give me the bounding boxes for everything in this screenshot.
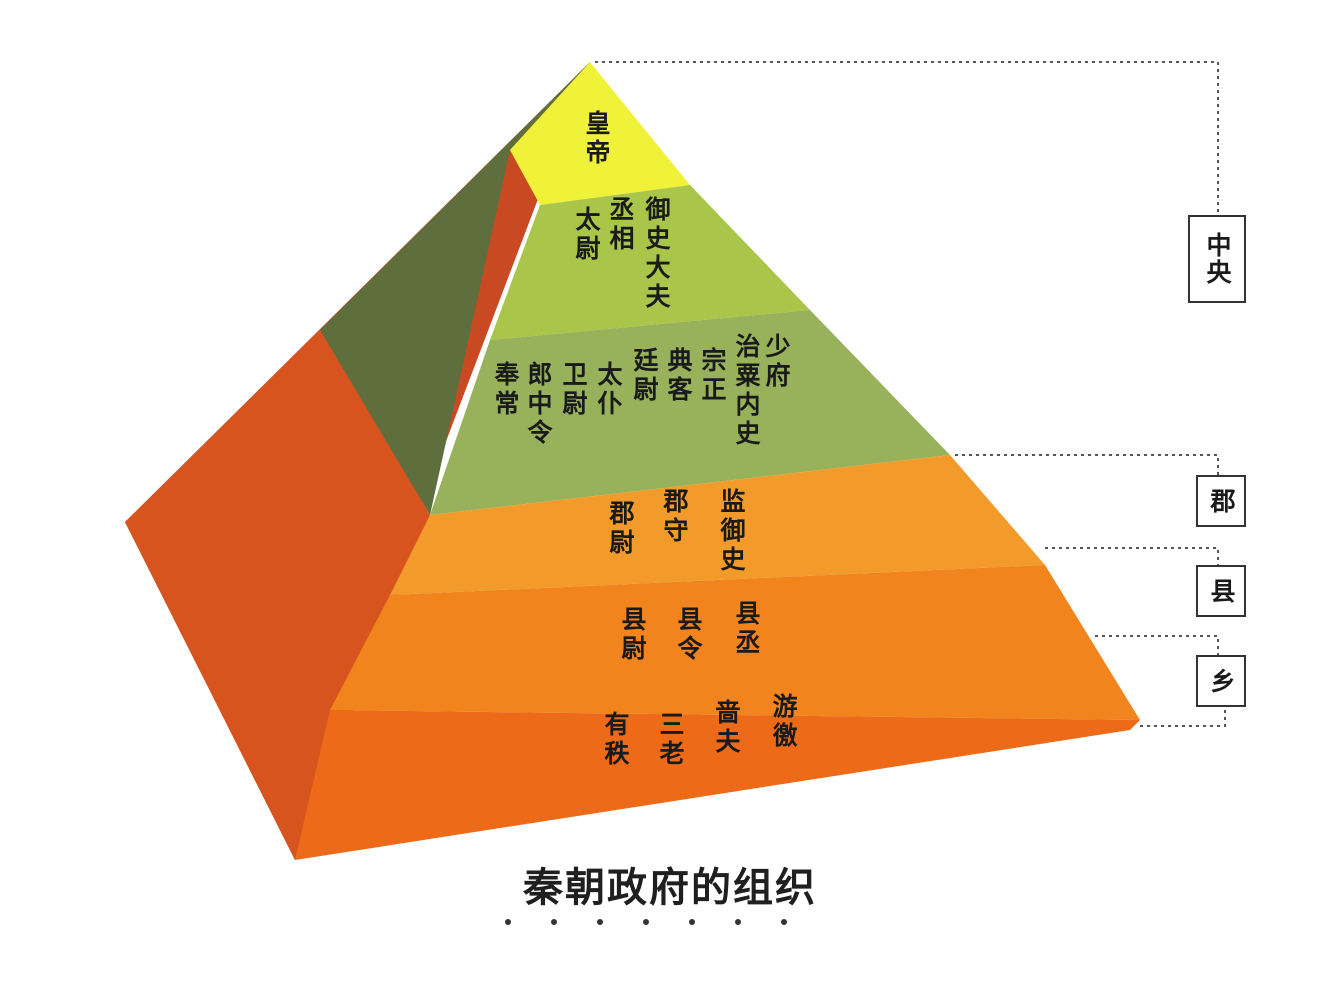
nine_ministers-label-2: 宗正 [701,346,726,404]
tier-box-township: 乡 [1196,655,1246,707]
nine_ministers-label-3: 典客 [667,346,692,404]
tier-top-yellow [510,62,690,205]
nine_ministers-label-8: 奉常 [493,360,520,418]
township-label-0: 游徼 [772,692,797,750]
three_lords-label-1: 丞相 [609,195,634,253]
commandery-label-1: 郡守 [662,487,688,545]
connector-lines [595,61,1226,727]
county-label-0: 县丞 [735,599,760,657]
township-label-2: 三老 [659,710,684,768]
tier-green-mid [430,310,950,515]
tier-box-county: 县 [1196,565,1246,617]
tier-orange-2 [330,565,1140,720]
tier-box-central: 中央 [1188,215,1246,303]
diagram-title: 秦朝政府的组织 [523,865,817,911]
nine_ministers-label-7: 郎中令 [527,360,553,447]
commandery-label-0: 监御史 [719,487,746,574]
nine_ministers-label-1: 治粟内史 [735,332,761,448]
pyramid-left-face-mid [125,330,430,860]
commandery-label-2: 郡尉 [608,499,634,557]
title-emphasis-dots [505,910,827,929]
nine_ministers-label-4: 廷尉 [632,346,658,404]
tier-orange-1 [390,455,1045,595]
township-label-3: 有秩 [604,710,629,768]
three_lords-label-2: 太尉 [575,205,601,263]
nine_ministers-label-6: 卫尉 [562,360,587,418]
tier-orange-3 [295,710,1140,860]
county-label-2: 县尉 [621,605,646,663]
township-label-1: 啬夫 [715,698,741,756]
county-label-1: 县令 [677,605,703,663]
nine_ministers-label-0: 少府 [764,332,790,390]
emperor-label-0: 皇帝 [585,109,610,167]
three_lords-label-0: 御史大夫 [644,195,671,311]
nine_ministers-label-5: 太仆 [597,360,623,418]
pyramid-left-face-top [320,62,590,515]
tier-box-commandery: 郡 [1196,475,1246,527]
tier-green-light [490,185,810,340]
